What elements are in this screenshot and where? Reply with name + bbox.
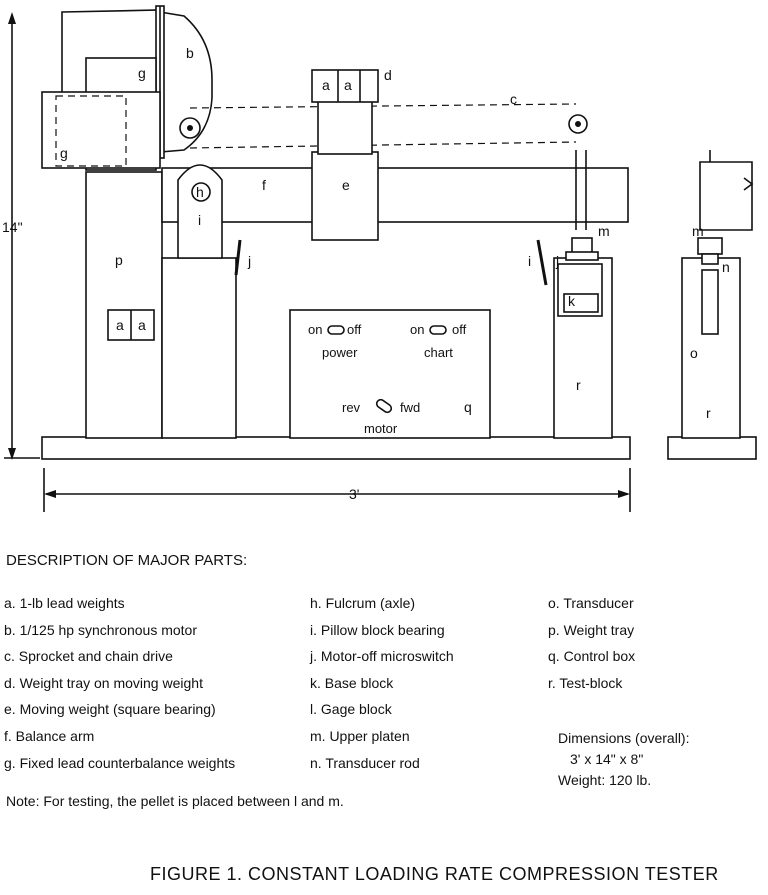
diagram-label: off (452, 322, 467, 337)
side-view: m n o r (667, 150, 757, 460)
diagram-label: j (555, 253, 559, 269)
diagram-label: a (344, 77, 352, 93)
moving-weight: a a d e (311, 67, 392, 241)
diagram-label: n (722, 259, 730, 275)
diagram-label: chart (424, 345, 453, 360)
diagram-label: o (690, 345, 698, 361)
diagram-label: p (115, 252, 123, 268)
diagram-label: i (198, 212, 201, 228)
parts-list-column-1: a. 1-lb lead weights b. 1/125 hp synchro… (4, 590, 235, 776)
part-h: h. Fulcrum (axle) (310, 595, 416, 611)
height-dimension: 14" (2, 12, 40, 460)
control-box: on off power on off chart rev fwd motor … (289, 309, 491, 439)
part-g: g. Fixed lead counterbalance weights (4, 754, 236, 771)
diagram-label: rev (342, 400, 361, 415)
diagram-label: h (196, 184, 204, 200)
part-n: n. Transducer rod (310, 754, 420, 771)
diagram-label: r (706, 405, 711, 421)
diagram-label: q (464, 399, 472, 415)
part-c: c. Sprocket and chain drive (4, 648, 173, 665)
length-dimension: 3' (43, 468, 631, 512)
testing-note: Note: For testing, the pellet is placed … (6, 793, 344, 809)
diagram-label: a (138, 317, 146, 333)
diagram-label: off (347, 322, 362, 337)
diagram-label: on (308, 322, 322, 337)
part-q: q. Control box (548, 648, 636, 665)
weight-tray-assembly: a a p (85, 171, 163, 439)
dimensions-heading: Dimensions (overall): (558, 730, 690, 746)
fulcrum-assembly: h i j (161, 164, 251, 439)
part-i: i. Pillow block bearing (310, 621, 445, 638)
part-j: j. Motor-off microswitch (310, 648, 454, 665)
compression-tester-diagram: 14" 3' a a p g g b (2, 5, 757, 512)
diagram-label: j (247, 253, 251, 269)
diagram-label: motor (364, 421, 398, 436)
part-l: l. Gage block (310, 701, 392, 718)
balance-arm: f (161, 150, 629, 230)
figure-caption: FIGURE 1. CONSTANT LOADING RATE COMPRESS… (150, 864, 719, 884)
base-plate (41, 436, 631, 460)
diagram-label: on (410, 322, 424, 337)
diagram-label: a (322, 77, 330, 93)
diagram-label: b (186, 45, 194, 61)
height-dim-label: 14" (2, 219, 23, 235)
diagram-label: e (342, 177, 350, 193)
dimensions-block: Dimensions (overall): 3' x 14" x 8" Weig… (558, 728, 689, 791)
parts-heading: DESCRIPTION OF MAJOR PARTS: (6, 552, 248, 569)
parts-list-column-3: o. Transducer p. Weight tray q. Control … (548, 590, 635, 696)
diagram-label: i (528, 253, 531, 269)
part-e: e. Moving weight (square bearing) (4, 701, 216, 718)
diagram-label: g (60, 145, 68, 161)
part-b: b. 1/125 hp synchronous motor (4, 621, 198, 638)
diagram-label: m (692, 223, 704, 239)
part-r: r. Test-block (548, 674, 623, 691)
diagram-label: g (138, 65, 146, 81)
dimensions-value: 3' x 14" x 8" (570, 751, 644, 767)
diagram-label: d (384, 67, 392, 83)
part-d: d. Weight tray on moving weight (4, 674, 203, 691)
diagram-label: power (322, 345, 358, 360)
diagram-label: r (576, 377, 581, 393)
length-dim-label: 3' (349, 486, 359, 502)
diagram-label: a (116, 317, 124, 333)
part-f: f. Balance arm (4, 727, 95, 744)
part-o: o. Transducer (548, 595, 634, 611)
part-m: m. Upper platen (310, 727, 410, 744)
diagram-label: f (262, 177, 266, 193)
part-k: k. Base block (310, 674, 394, 691)
diagram-label: m (598, 223, 610, 239)
weight-value: Weight: 120 lb. (558, 772, 652, 788)
part-a: a. 1-lb lead weights (4, 595, 125, 611)
chain-drive: c (179, 91, 588, 149)
motor-and-counterweights: g g b (41, 5, 213, 171)
diagram-label: k (568, 293, 576, 309)
part-p: p. Weight tray (548, 621, 635, 638)
diagram-label: c (510, 91, 517, 107)
test-block-assembly: i j k m r (528, 223, 613, 439)
diagram-label: fwd (400, 400, 420, 415)
parts-list-column-2: h. Fulcrum (axle) i. Pillow block bearin… (310, 590, 454, 776)
